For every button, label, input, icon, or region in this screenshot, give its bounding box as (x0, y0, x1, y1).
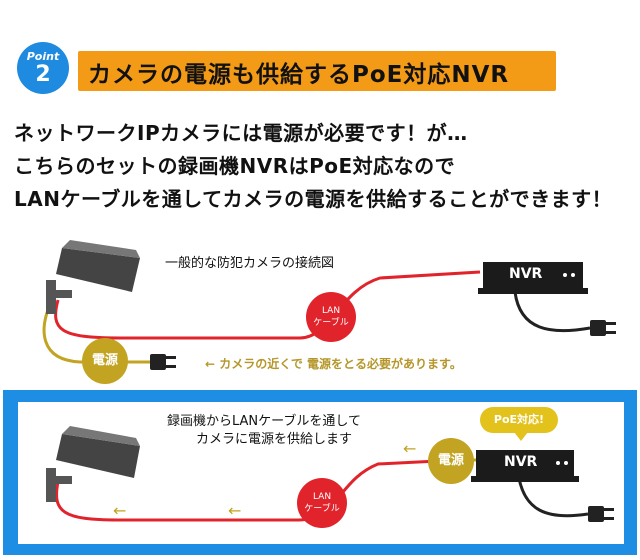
bottom-arrow-icon-1: ← (403, 439, 416, 458)
bottom-nvr-led-1 (556, 461, 560, 465)
bottom-nvr-led-2 (564, 461, 568, 465)
bottom-power-label: 電源 (437, 453, 464, 468)
bottom-lan-line1: LAN (312, 492, 332, 502)
top-nvr-label: NVR (509, 266, 543, 282)
description-line-1: ネットワークIPカメラには電源が必要です！が… (14, 121, 468, 145)
bottom-lan-line2: ケーブル (304, 504, 340, 514)
bottom-nvr-cord (516, 471, 589, 518)
point-badge-number: 2 (35, 62, 51, 87)
title-bar (78, 51, 556, 91)
bottom-nvr-base (471, 476, 579, 482)
top-nvr-led-2 (571, 273, 575, 277)
bottom-caption-line-1: 録画機からLANケーブルを通して (167, 414, 361, 429)
top-diagram-caption: 一般的な防犯カメラの接続図 (165, 256, 335, 271)
bottom-lan-cable (55, 458, 459, 522)
point-badge-word: Point (26, 50, 60, 63)
bottom-nvr-plug-icon (588, 506, 614, 522)
top-power-badge: 電源 (82, 338, 128, 384)
page-title: カメラの電源も供給するPoE対応NVR (88, 62, 510, 88)
top-nvr-plug-icon (590, 320, 616, 336)
top-nvr-box: NVR (483, 262, 583, 288)
top-lan-line2: ケーブル (313, 318, 349, 328)
top-lan-badge: LAN ケーブル (306, 292, 356, 342)
top-power-plug-icon (150, 354, 176, 370)
top-nvr-base (478, 288, 588, 294)
point-badge: Point 2 (17, 42, 69, 94)
bottom-lan-badge: LAN ケーブル (297, 478, 347, 528)
top-lan-cable (54, 270, 481, 340)
top-power-label: 電源 (91, 353, 118, 368)
top-nvr-cord (513, 291, 591, 333)
top-lan-line1: LAN (321, 306, 341, 316)
poe-bubble-tail (514, 432, 528, 441)
bottom-nvr-label: NVR (504, 454, 538, 470)
top-nvr-led-1 (563, 273, 567, 277)
poe-label: PoE対応! (493, 413, 545, 426)
bottom-nvr-box: NVR (476, 450, 574, 476)
description-line-3: LANケーブルを通してカメラの電源を供給することができます！ (14, 187, 613, 211)
description-line-2: こちらのセットの録画機NVRはPoE対応なので (14, 154, 456, 178)
bottom-arrow-icon-3: ← (113, 501, 126, 520)
top-camera-icon (46, 240, 140, 314)
bottom-camera-icon (46, 426, 140, 502)
top-diagram (42, 240, 616, 370)
poe-label-bubble: PoE対応! (480, 407, 558, 433)
bottom-arrow-icon-2: ← (228, 501, 241, 520)
top-diagram-note: ← カメラの近くで 電源をとる必要があります。 (205, 357, 462, 371)
bottom-power-badge: 電源 (428, 438, 474, 484)
bottom-caption-line-2: カメラに電源を供給します (196, 432, 353, 447)
